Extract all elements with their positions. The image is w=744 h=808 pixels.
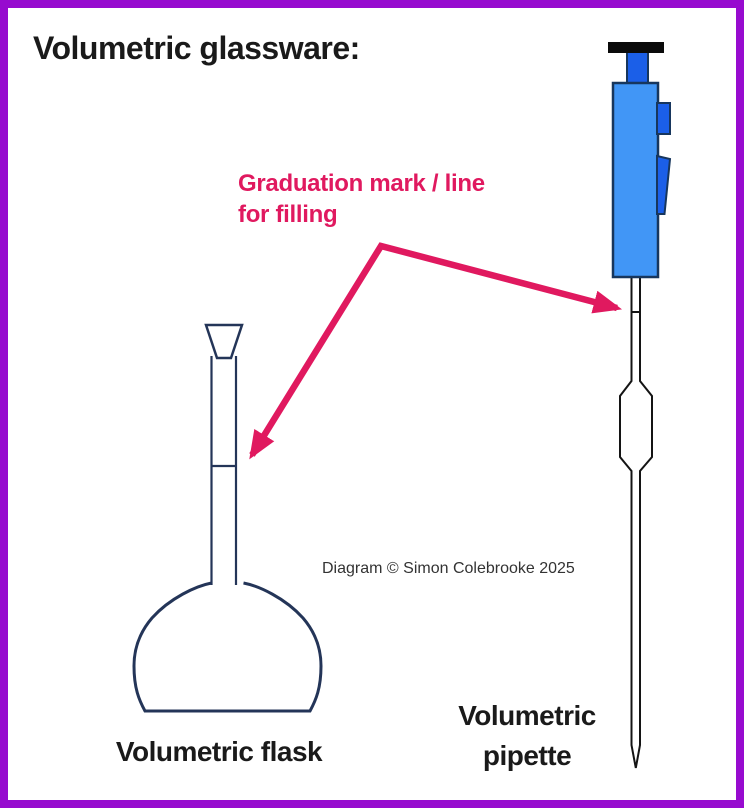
arrow-to-flask-and-pipette [249, 242, 623, 460]
pipette-label: Volumetric pipette [427, 696, 627, 776]
annotation-arrows [249, 242, 623, 460]
flask-bulb [132, 581, 323, 713]
copyright-credit: Diagram © Simon Colebrooke 2025 [322, 560, 575, 577]
pipette-cap [608, 42, 664, 53]
pipette-side-button [656, 102, 671, 135]
flask-neck [210, 356, 238, 585]
graduation-annotation-line2: for filling [238, 201, 338, 228]
flask-label: Volumetric flask [115, 736, 323, 767]
flask-drawing [132, 323, 323, 713]
pipette-label-line2: pipette [482, 740, 572, 771]
page-title: Volumetric glassware: [33, 30, 360, 66]
flask-neck-interior [213, 356, 235, 586]
pipette-label-line1: Volumetric [458, 700, 596, 731]
pipette-ejector-lever [656, 154, 672, 215]
graduation-annotation-line1: Graduation mark / line [238, 170, 485, 197]
pipette-plunger [626, 50, 649, 85]
pipette-body [611, 81, 660, 279]
flask-stopper [204, 323, 244, 360]
graduation-annotation: Graduation mark / line for filling [238, 168, 485, 230]
pipette-stem [619, 277, 653, 769]
pipette-drawing [608, 42, 672, 769]
